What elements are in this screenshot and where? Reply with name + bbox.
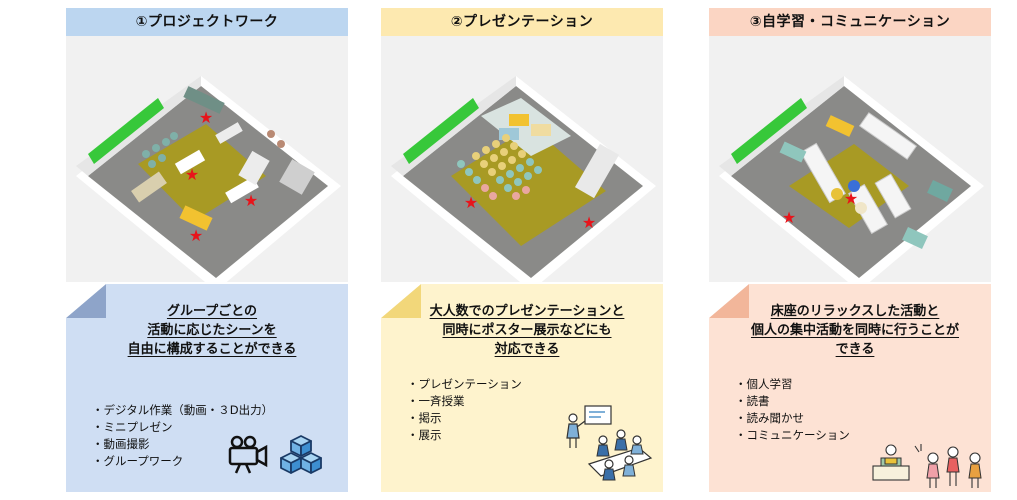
list-item: コミュニケーション xyxy=(735,427,850,444)
panel-title: ③自学習・コミュニケーション xyxy=(709,8,991,36)
panel-headline: 大人数でのプレゼンテーションと 同時にポスター展示などにも 対応できる xyxy=(399,302,655,359)
cubes-icon xyxy=(280,435,322,474)
floor-plan-image: ★ ★ xyxy=(381,36,663,282)
headline-line: グループごとの xyxy=(166,304,258,319)
panel-project-work: ①プロジェクトワーク ★ ★ ★ ★ xyxy=(66,8,348,492)
svg-text:★: ★ xyxy=(844,189,858,208)
panel-headline: グループごとの 活動に応じたシーンを 自由に構成することができる xyxy=(84,302,340,359)
panel-description: 大人数でのプレゼンテーションと 同時にポスター展示などにも 対応できる プレゼン… xyxy=(381,284,663,492)
headline-line: 活動に応じたシーンを xyxy=(147,323,277,338)
list-item: 一斉授業 xyxy=(407,393,522,410)
svg-text:★: ★ xyxy=(782,208,796,227)
list-item: 動画撮影 xyxy=(92,436,273,453)
svg-text:★: ★ xyxy=(185,165,199,184)
svg-text:★: ★ xyxy=(189,226,203,245)
activity-list: 個人学習 読書 読み聞かせ コミュニケーション xyxy=(735,376,850,444)
list-item: グループワーク xyxy=(92,453,273,470)
panel-headline: 床座のリラックスした活動と 個人の集中活動を同時に行うことが できる xyxy=(727,302,983,359)
floor-plan-image: ★ ★ ★ ★ xyxy=(66,36,348,282)
reading-people-icon xyxy=(872,444,982,488)
headline-line: 自由に構成することができる xyxy=(127,342,297,357)
list-item: デジタル作業（動画・３D出力） xyxy=(92,402,274,419)
activity-list: デジタル作業（動画・３D出力） ミニプレゼン 動画撮影 グループワーク xyxy=(92,402,274,470)
activity-list: プレゼンテーション 一斉授業 掲示 展示 xyxy=(407,376,522,444)
folded-corner-icon xyxy=(381,284,421,318)
floor-plan-image: ★ ★ xyxy=(709,36,991,282)
svg-text:★: ★ xyxy=(582,213,596,232)
list-item: 個人学習 xyxy=(735,376,850,393)
video-camera-icon xyxy=(228,435,268,474)
list-item: 読書 xyxy=(735,393,850,410)
list-item: 掲示 xyxy=(407,410,522,427)
floor-plan-drawing: ★ ★ ★ ★ xyxy=(76,76,341,282)
list-item: プレゼンテーション xyxy=(407,376,522,393)
headline-line: 個人の集中活動を同時に行うことが xyxy=(750,323,959,338)
headline-line: 対応できる xyxy=(494,342,560,357)
headline-line: 大人数でのプレゼンテーションと xyxy=(429,304,625,319)
panel-presentation: ②プレゼンテーション xyxy=(381,8,663,492)
panel-title: ②プレゼンテーション xyxy=(381,8,663,36)
folded-corner-icon xyxy=(709,284,749,318)
list-item: ミニプレゼン xyxy=(92,419,273,436)
headline-line: 同時にポスター展示などにも xyxy=(442,323,612,338)
panel-title: ①プロジェクトワーク xyxy=(66,8,348,36)
headline-line: 床座のリラックスした活動と xyxy=(770,304,940,319)
panel-self-study: ③自学習・コミュニケーション ★ ★ 床座の xyxy=(709,8,991,492)
headline-line: できる xyxy=(835,342,875,357)
svg-text:★: ★ xyxy=(464,193,478,212)
list-item: 読み聞かせ xyxy=(735,410,850,427)
svg-text:★: ★ xyxy=(244,191,258,210)
presentation-people-icon xyxy=(566,405,653,481)
floor-plan-drawing: ★ ★ xyxy=(719,76,984,282)
floor-plan-drawing: ★ ★ xyxy=(391,76,656,282)
svg-text:★: ★ xyxy=(199,108,213,127)
folded-corner-icon xyxy=(66,284,106,318)
panel-description: グループごとの 活動に応じたシーンを 自由に構成することができる デジタル作業（… xyxy=(66,284,348,492)
list-item: 展示 xyxy=(407,427,522,444)
panel-description: 床座のリラックスした活動と 個人の集中活動を同時に行うことが できる 個人学習 … xyxy=(709,284,991,492)
